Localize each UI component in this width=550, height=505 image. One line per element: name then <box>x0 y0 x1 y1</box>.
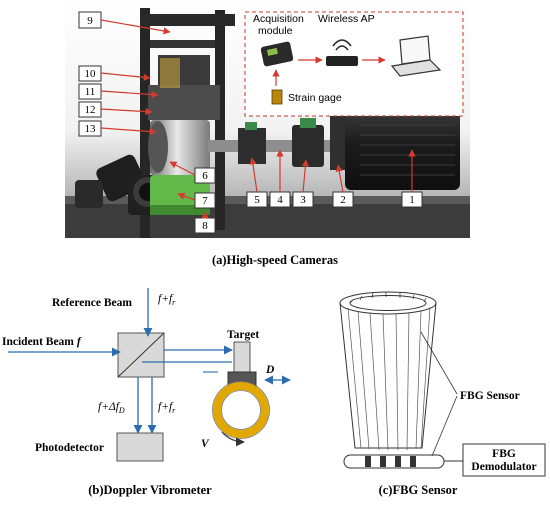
part-pointer-arrows <box>100 19 416 219</box>
wireless-ap-label: Wireless AP <box>318 13 375 25</box>
part-number-labels: 9 10 11 12 13 6 7 8 5 4 3 2 1 <box>78 11 423 234</box>
demodulator-label-1: FBG <box>492 448 516 460</box>
photodetector-label: Photodetector <box>35 442 104 454</box>
beam-splitter-diagonal <box>117 332 165 378</box>
target-rect <box>233 341 251 373</box>
part-number-13: 13 <box>85 123 97 135</box>
panel-c-diagram <box>339 291 546 477</box>
freq-top: f+fr <box>158 293 176 307</box>
rotor-ring <box>213 382 269 438</box>
part-number-10: 10 <box>85 68 97 80</box>
part-number-12: 12 <box>85 104 96 116</box>
part-number-3: 3 <box>300 194 306 206</box>
acquisition-module-icon <box>260 41 294 67</box>
photodetector-box <box>116 432 164 462</box>
acquisition-module-label-2: module <box>258 25 293 37</box>
strain-gage-label: Strain gage <box>288 92 342 104</box>
part-number-4: 4 <box>277 194 283 206</box>
strain-gage-icon <box>271 89 283 105</box>
caption-c: (c)FBG Sensor <box>379 483 458 497</box>
part-number-5: 5 <box>254 194 260 206</box>
panel-b-diagram <box>8 288 291 462</box>
caption-b: (b)Doppler Vibrometer <box>88 483 212 497</box>
part-number-6: 6 <box>202 170 208 182</box>
reference-beam-label: Reference Beam <box>52 297 132 309</box>
part-number-1: 1 <box>409 194 415 206</box>
acquisition-module-label-1: Acquisition <box>253 13 304 25</box>
laptop-icon <box>390 35 442 77</box>
part-number-11: 11 <box>85 86 96 98</box>
rotation-arrow <box>221 431 245 447</box>
part-number-9: 9 <box>87 15 93 27</box>
caption-a: (a)High-speed Cameras <box>212 253 338 267</box>
demodulator-label-2: Demodulator <box>471 461 536 473</box>
part-number-2: 2 <box>340 194 346 206</box>
freq-bottom: f+fr <box>158 401 176 415</box>
wireless-ap-icon <box>326 39 358 66</box>
part-number-8: 8 <box>202 220 208 232</box>
v-label: V <box>201 438 210 450</box>
target-label: Target <box>227 329 259 341</box>
part-number-7: 7 <box>202 195 208 207</box>
d-label: D <box>265 364 275 376</box>
freq-shift-label: f+ΔfD <box>98 401 125 415</box>
fbg-sensor-label: FBG Sensor <box>460 390 520 402</box>
